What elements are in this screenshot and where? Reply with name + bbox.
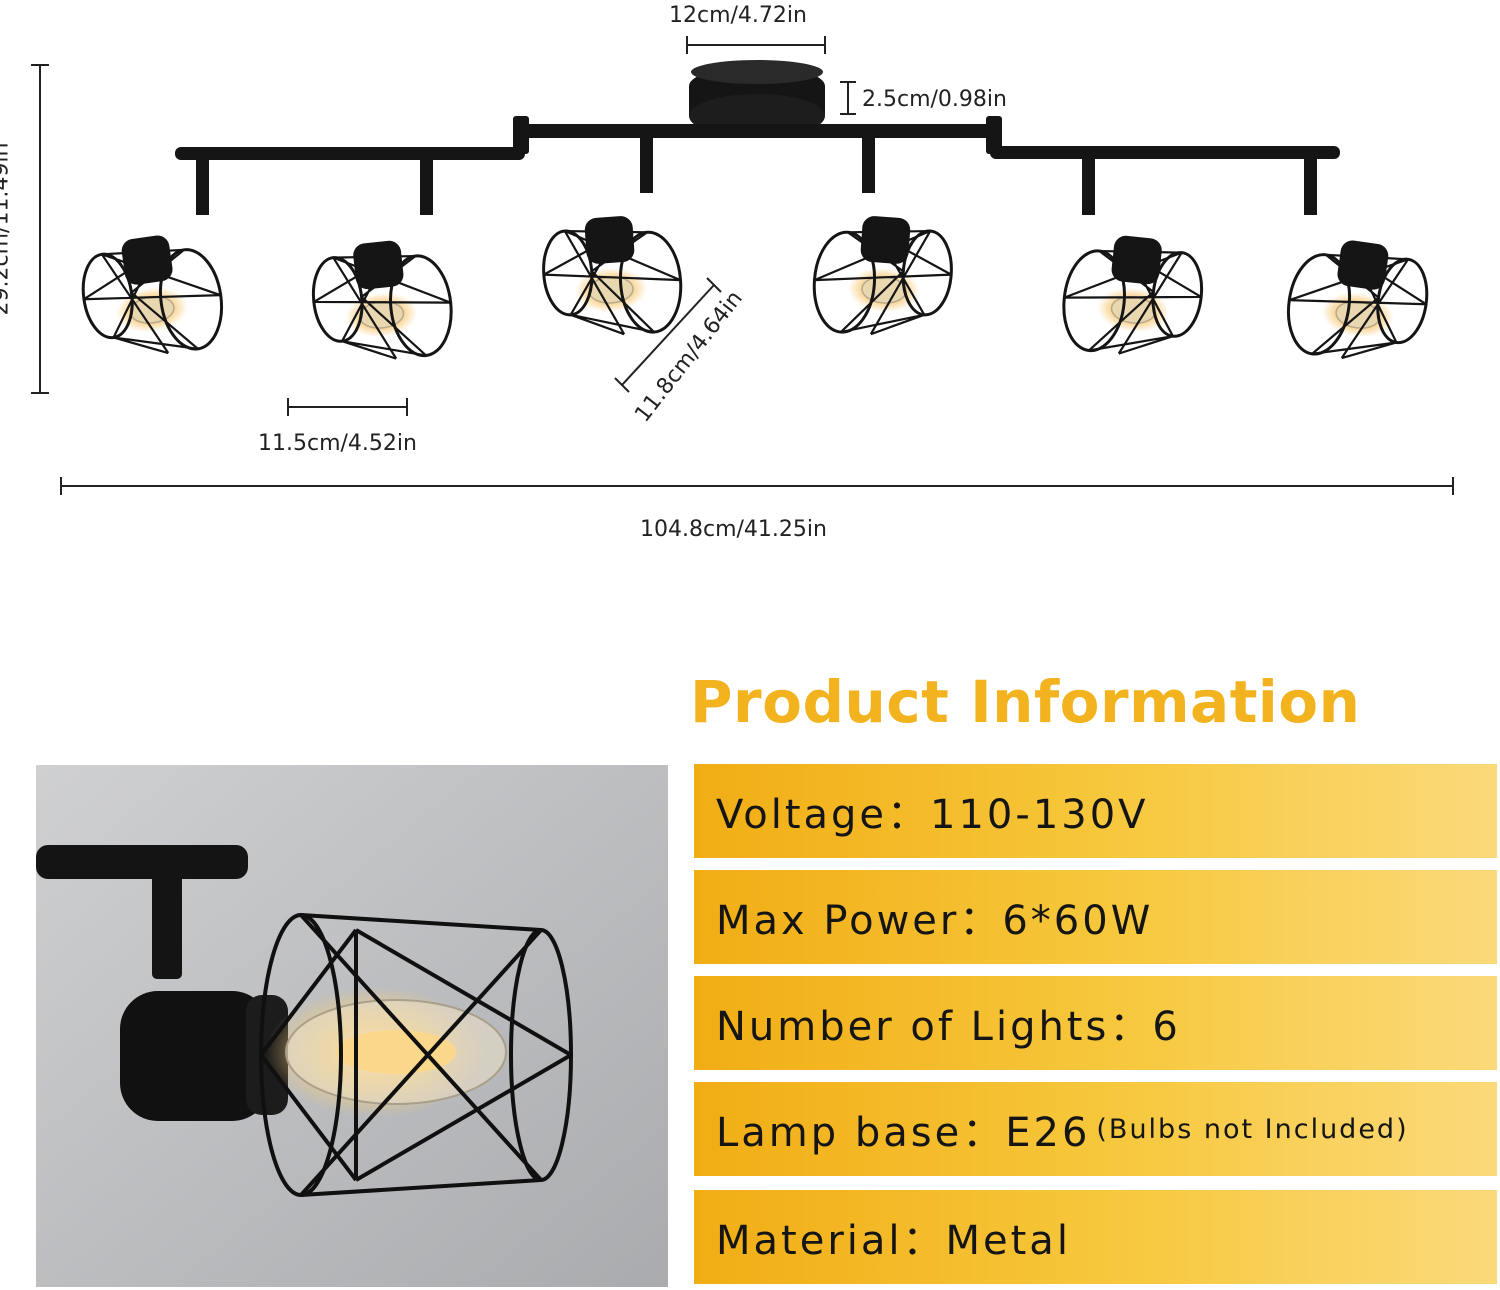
light-head-5 [1057,228,1209,364]
voltage-value: Voltage：110-130V [716,792,1149,838]
total-length-label: 104.8cm/41.25in [640,517,827,542]
product-info-title: Product Information [690,668,1361,736]
material-value: Material：Metal [716,1218,1071,1264]
light-head-2 [306,233,458,369]
light-head-1 [75,226,230,366]
info-row-material: Material：Metal [694,1190,1497,1284]
shade-width-label: 11.5cm/4.52in [258,431,417,456]
info-row-voltage: Voltage：110-130V [694,764,1497,858]
total-height-label: 29.2cm/11.49in [0,142,14,316]
canopy-height-label: 2.5cm/0.98in [862,87,1007,112]
canopy-width-label: 12cm/4.72in [669,3,807,28]
lamp-base-value: Lamp base：E26 [716,1110,1091,1156]
fixture-dimension-diagram [31,36,1454,495]
product-closeup-photo [36,765,668,1287]
light-head-4 [809,210,957,341]
info-row-number-of-lights: Number of Lights：6 [694,976,1497,1070]
number-of-lights-value: Number of Lights：6 [716,1004,1181,1050]
info-row-lamp-base: Lamp base：E26 (Bulbs not Included) [694,1082,1497,1176]
info-row-max-power: Max Power：6*60W [694,870,1497,964]
max-power-value: Max Power：6*60W [716,898,1154,944]
lamp-base-note: (Bulbs not Included) [1096,1113,1409,1145]
light-head-6 [1280,231,1435,371]
light-head-3 [538,210,686,341]
